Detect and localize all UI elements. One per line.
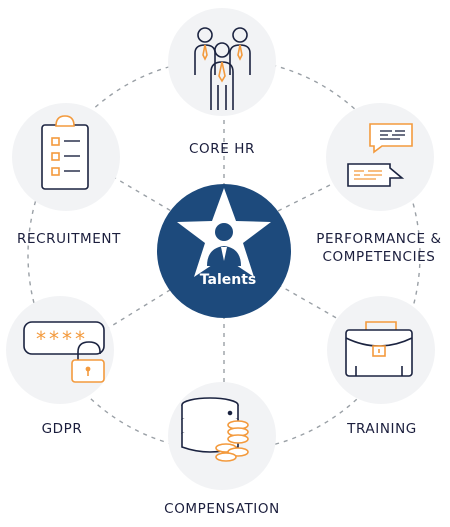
label-core-hr: CORE HR: [189, 141, 255, 157]
label-performance-line1: PERFORMANCE &: [316, 231, 442, 247]
briefcase-icon: [345, 321, 413, 377]
label-gdpr: GDPR: [41, 421, 83, 437]
center-label: Talents: [199, 272, 257, 288]
center-node: [157, 184, 291, 318]
person-silhouette: [207, 223, 241, 266]
team-icon: [194, 27, 251, 110]
spokes: [104, 120, 341, 385]
label-compensation: COMPENSATION: [164, 501, 280, 517]
label-training: TRAINING: [347, 421, 417, 437]
password-lock-icon: ****: [23, 321, 105, 383]
label-recruitment: RECRUITMENT: [17, 231, 121, 247]
bubble-performance: [326, 103, 434, 211]
speech-bubbles-icon: [347, 123, 413, 187]
database-coins-icon: [181, 397, 249, 462]
password-mask: ****: [36, 327, 88, 351]
clipboard-checklist-icon: [41, 115, 89, 190]
label-performance-line2: COMPETENCIES: [322, 249, 436, 265]
